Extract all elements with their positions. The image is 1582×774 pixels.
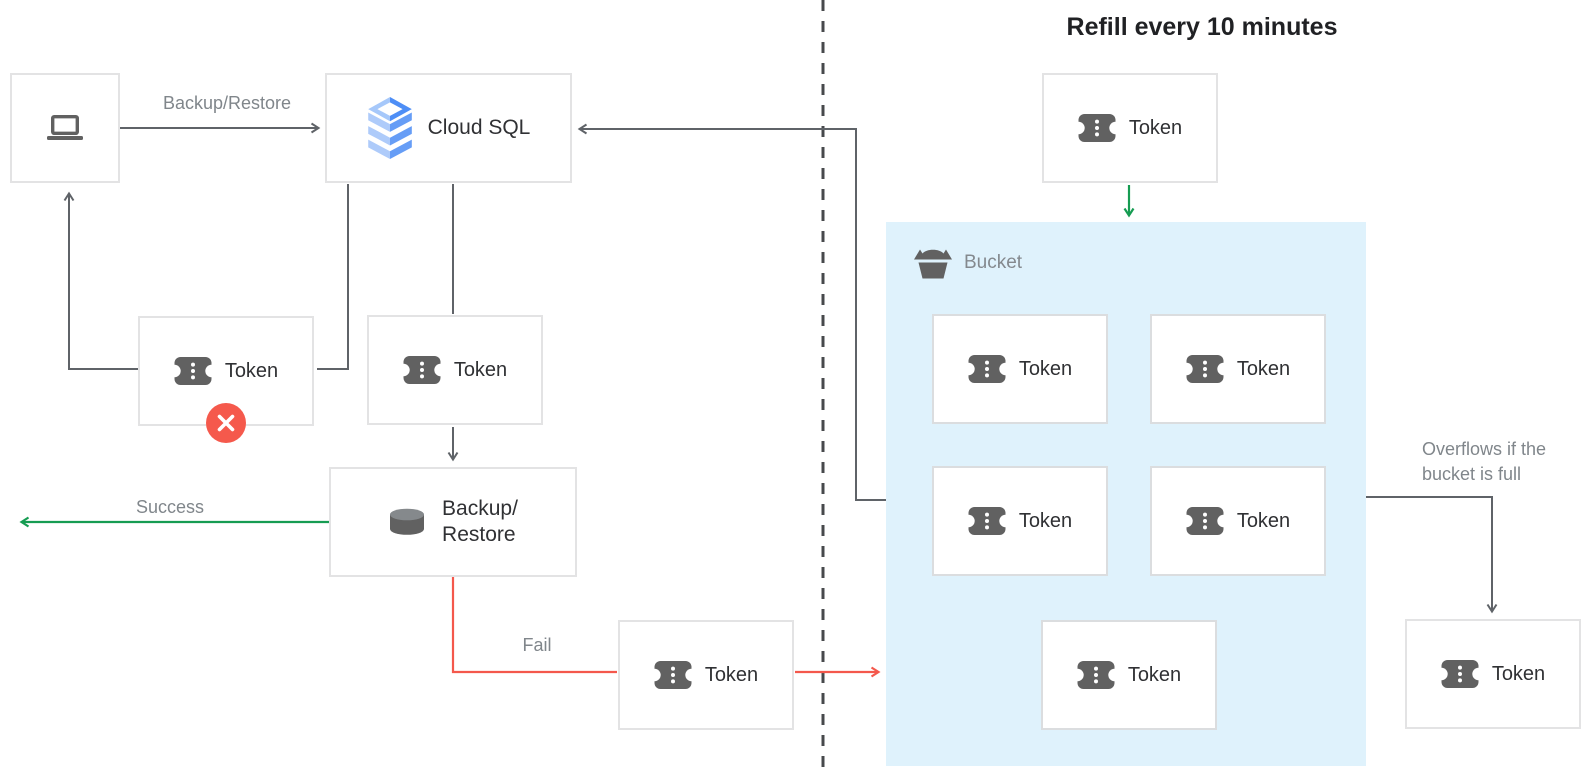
token-ticket-icon [1441,659,1479,689]
token-label: Token [453,358,508,381]
cloud-sql-box: Cloud SQL [325,73,572,183]
cloud-sql-label: Cloud SQL [427,116,531,139]
token-box-bucket-3: Token [932,466,1108,576]
token-box-consumed: Token [367,315,543,425]
database-icon [388,508,426,536]
fail-arrow-label: Fail [522,635,552,655]
token-ticket-icon [968,354,1006,384]
backup-restore-box: Backup/ Restore [329,467,577,577]
line-fail-to-token [451,577,617,674]
token-box-failed-return: Token [618,620,794,730]
token-ticket-icon [1078,113,1116,143]
token-ticket-icon [968,506,1006,536]
request-arrow-label: Backup/Restore [162,93,292,113]
token-ticket-icon [1186,506,1224,536]
token-ticket-icon [174,356,212,386]
bucket-header: Bucket [913,246,1022,279]
token-ticket-icon [1077,660,1115,690]
bucket-region: Bucket Token Token Token Token Token [886,222,1366,766]
token-label: Token [1128,116,1183,139]
client-box [10,73,120,183]
token-label: Token [224,359,279,382]
arrow-bucket-overflow [1366,496,1498,614]
token-box-overflow: Token [1405,619,1581,729]
token-box-bucket-4: Token [1150,466,1326,576]
token-label: Token [1127,663,1182,686]
success-arrow-label: Success [135,497,205,517]
token-label: Token [1018,357,1073,380]
line-cloudsql-to-token-left [317,184,349,370]
arrow-bucket-to-cloudsql [577,123,886,501]
token-ticket-icon [1186,354,1224,384]
token-box-bucket-1: Token [932,314,1108,424]
token-label: Token [1236,509,1291,532]
token-label: Token [704,663,759,686]
bucket-icon [913,246,953,279]
token-box-bucket-5: Token [1041,620,1217,730]
token-box-bucket-2: Token [1150,314,1326,424]
token-label: Token [1236,357,1291,380]
backup-restore-label: Backup/ Restore [442,497,518,546]
refill-title: Refill every 10 minutes [1066,13,1338,41]
arrow-token-to-laptop [63,191,138,370]
laptop-icon [45,113,85,143]
bucket-label: Bucket [964,251,1023,273]
token-label: Token [1491,662,1546,685]
token-ticket-icon [403,355,441,385]
x-cross-badge [206,403,246,443]
token-box-refill: Token [1042,73,1218,183]
token-label: Token [1018,509,1073,532]
overflow-note-label: Overflows if the bucket is full [1422,439,1547,484]
token-ticket-icon [654,660,692,690]
cloud-sql-icon [367,97,413,159]
